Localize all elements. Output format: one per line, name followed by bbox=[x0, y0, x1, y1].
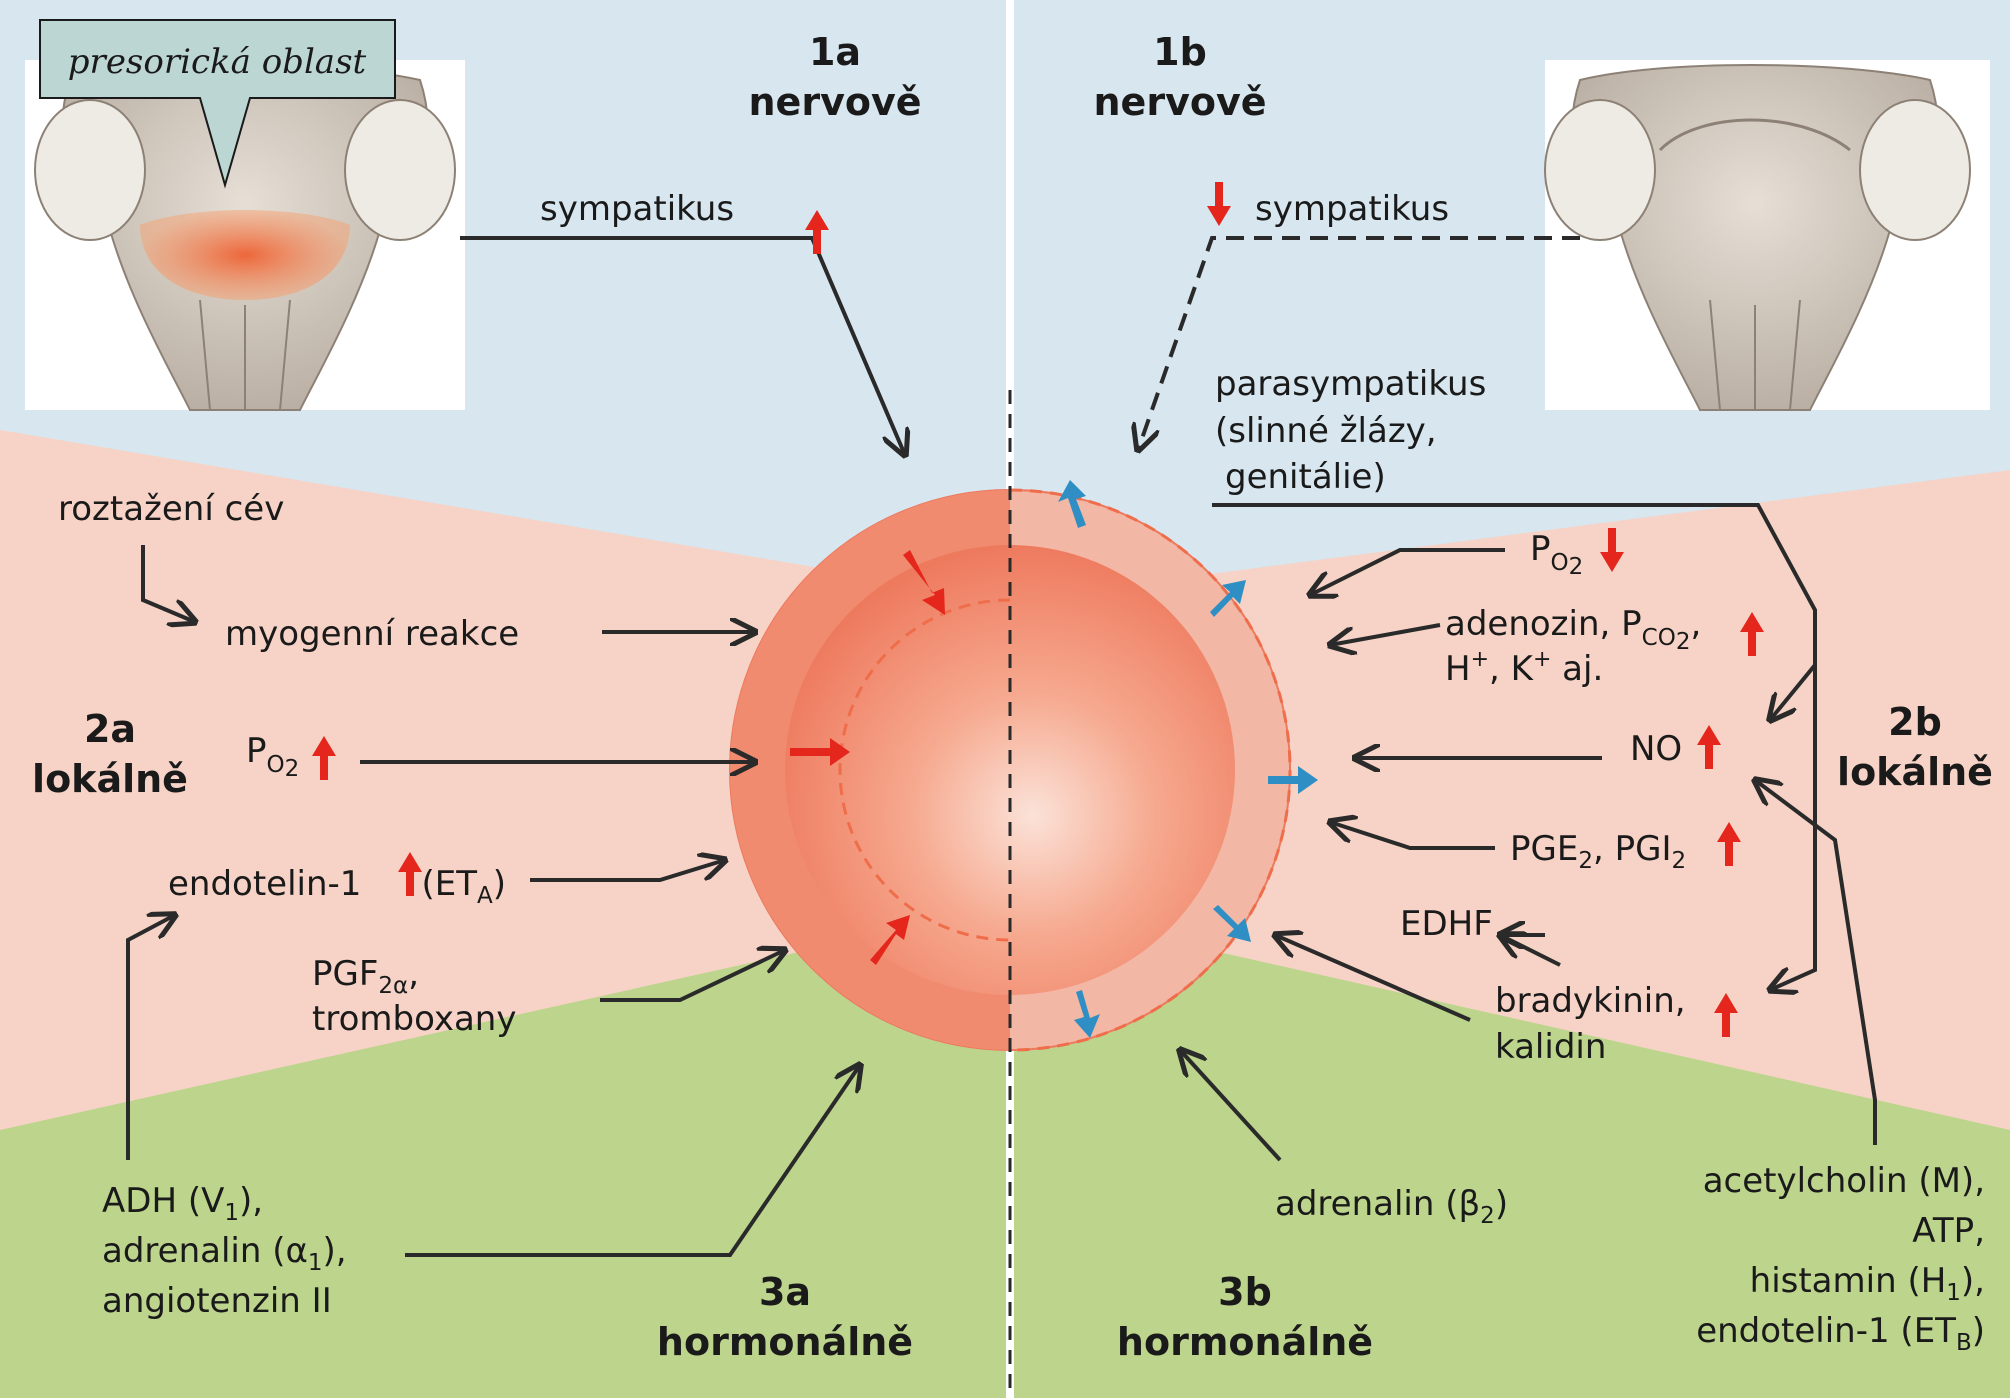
label-kalidin: kalidin bbox=[1495, 1027, 1606, 1067]
label-adh: ADH (V1), bbox=[102, 1181, 263, 1226]
label-adrenalin-beta2: adrenalin (β2) bbox=[1275, 1184, 1508, 1229]
label-slinne-zlazy: (slinné žlázy, bbox=[1215, 411, 1437, 451]
label-acetylcholin: acetylcholin (M), bbox=[1703, 1161, 1985, 1201]
label-edhf: EDHF bbox=[1400, 904, 1493, 944]
heading-2a-number: 2a bbox=[84, 707, 136, 751]
label-pge-pgi: PGE2, PGI2 bbox=[1510, 829, 1686, 874]
label-left-endotelin: endotelin-1(ETA) bbox=[168, 864, 506, 909]
label-right-endotelin: endotelin-1 (ETB) bbox=[1696, 1311, 1985, 1356]
heading-2b-number: 2b bbox=[1888, 700, 1942, 744]
label-angiotenzin: angiotenzin II bbox=[102, 1281, 332, 1321]
heading-1a-word: nervově bbox=[749, 80, 922, 124]
label-myogenni-reakce: myogenní reakce bbox=[225, 614, 519, 654]
heading-1b-word: nervově bbox=[1094, 80, 1267, 124]
heading-1b-number: 1b bbox=[1153, 30, 1207, 74]
heading-3b-number: 3b bbox=[1218, 1270, 1272, 1314]
label-left-sympatikus: sympatikus bbox=[540, 189, 734, 229]
label-bradykinin: bradykinin, bbox=[1495, 981, 1686, 1021]
label-h-k-ions: H+, K+ aj. bbox=[1445, 647, 1603, 689]
label-right-sympatikus: sympatikus bbox=[1255, 189, 1449, 229]
label-no: NO bbox=[1630, 729, 1682, 769]
label-tromboxany: tromboxany bbox=[312, 999, 516, 1039]
heading-3a-word: hormonálně bbox=[657, 1320, 913, 1364]
callout-text: presorická oblast bbox=[68, 42, 367, 82]
heading-3b-word: hormonálně bbox=[1117, 1320, 1373, 1364]
label-roztazeni-cev: roztažení cév bbox=[58, 489, 284, 529]
label-atp: ATP, bbox=[1912, 1211, 1985, 1251]
heading-1a-number: 1a bbox=[809, 30, 861, 74]
label-parasympatikus: parasympatikus bbox=[1215, 364, 1486, 404]
brainstem-right-image bbox=[1545, 60, 1990, 410]
heading-2b-word: lokálně bbox=[1837, 750, 1993, 794]
heading-2a-word: lokálně bbox=[32, 757, 188, 801]
heading-3a-number: 3a bbox=[759, 1270, 811, 1314]
label-genitalie: genitálie) bbox=[1225, 457, 1386, 497]
